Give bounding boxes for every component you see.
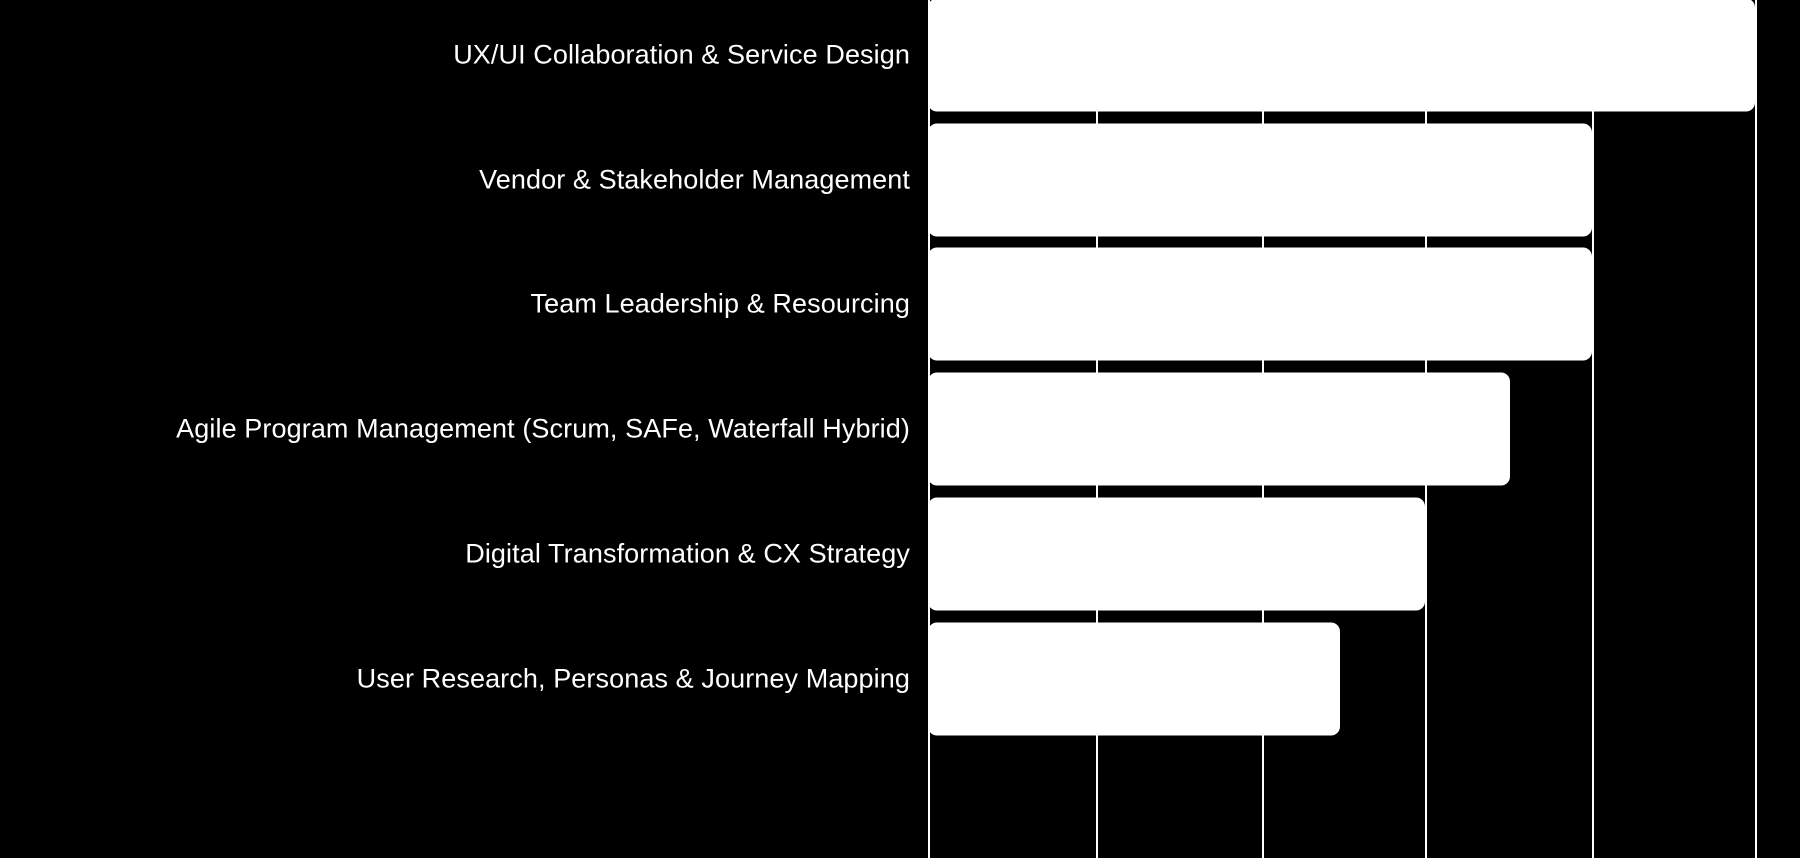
gridline-5 [1755,0,1757,858]
category-label: UX/UI Collaboration & Service Design [453,39,910,70]
category-label: Team Leadership & Resourcing [530,288,910,319]
category-label: Vendor & Stakeholder Management [479,164,910,195]
category-label: User Research, Personas & Journey Mappin… [356,663,910,694]
gridline-4 [1592,0,1594,858]
bar [928,0,1755,112]
bar [928,372,1510,486]
bar [928,497,1425,611]
bar [928,622,1340,736]
bar [928,123,1592,237]
category-label: Digital Transformation & CX Strategy [465,538,910,569]
category-label: Agile Program Management (Scrum, SAFe, W… [176,413,910,444]
chart-bars [928,0,1800,858]
bar [928,247,1592,361]
